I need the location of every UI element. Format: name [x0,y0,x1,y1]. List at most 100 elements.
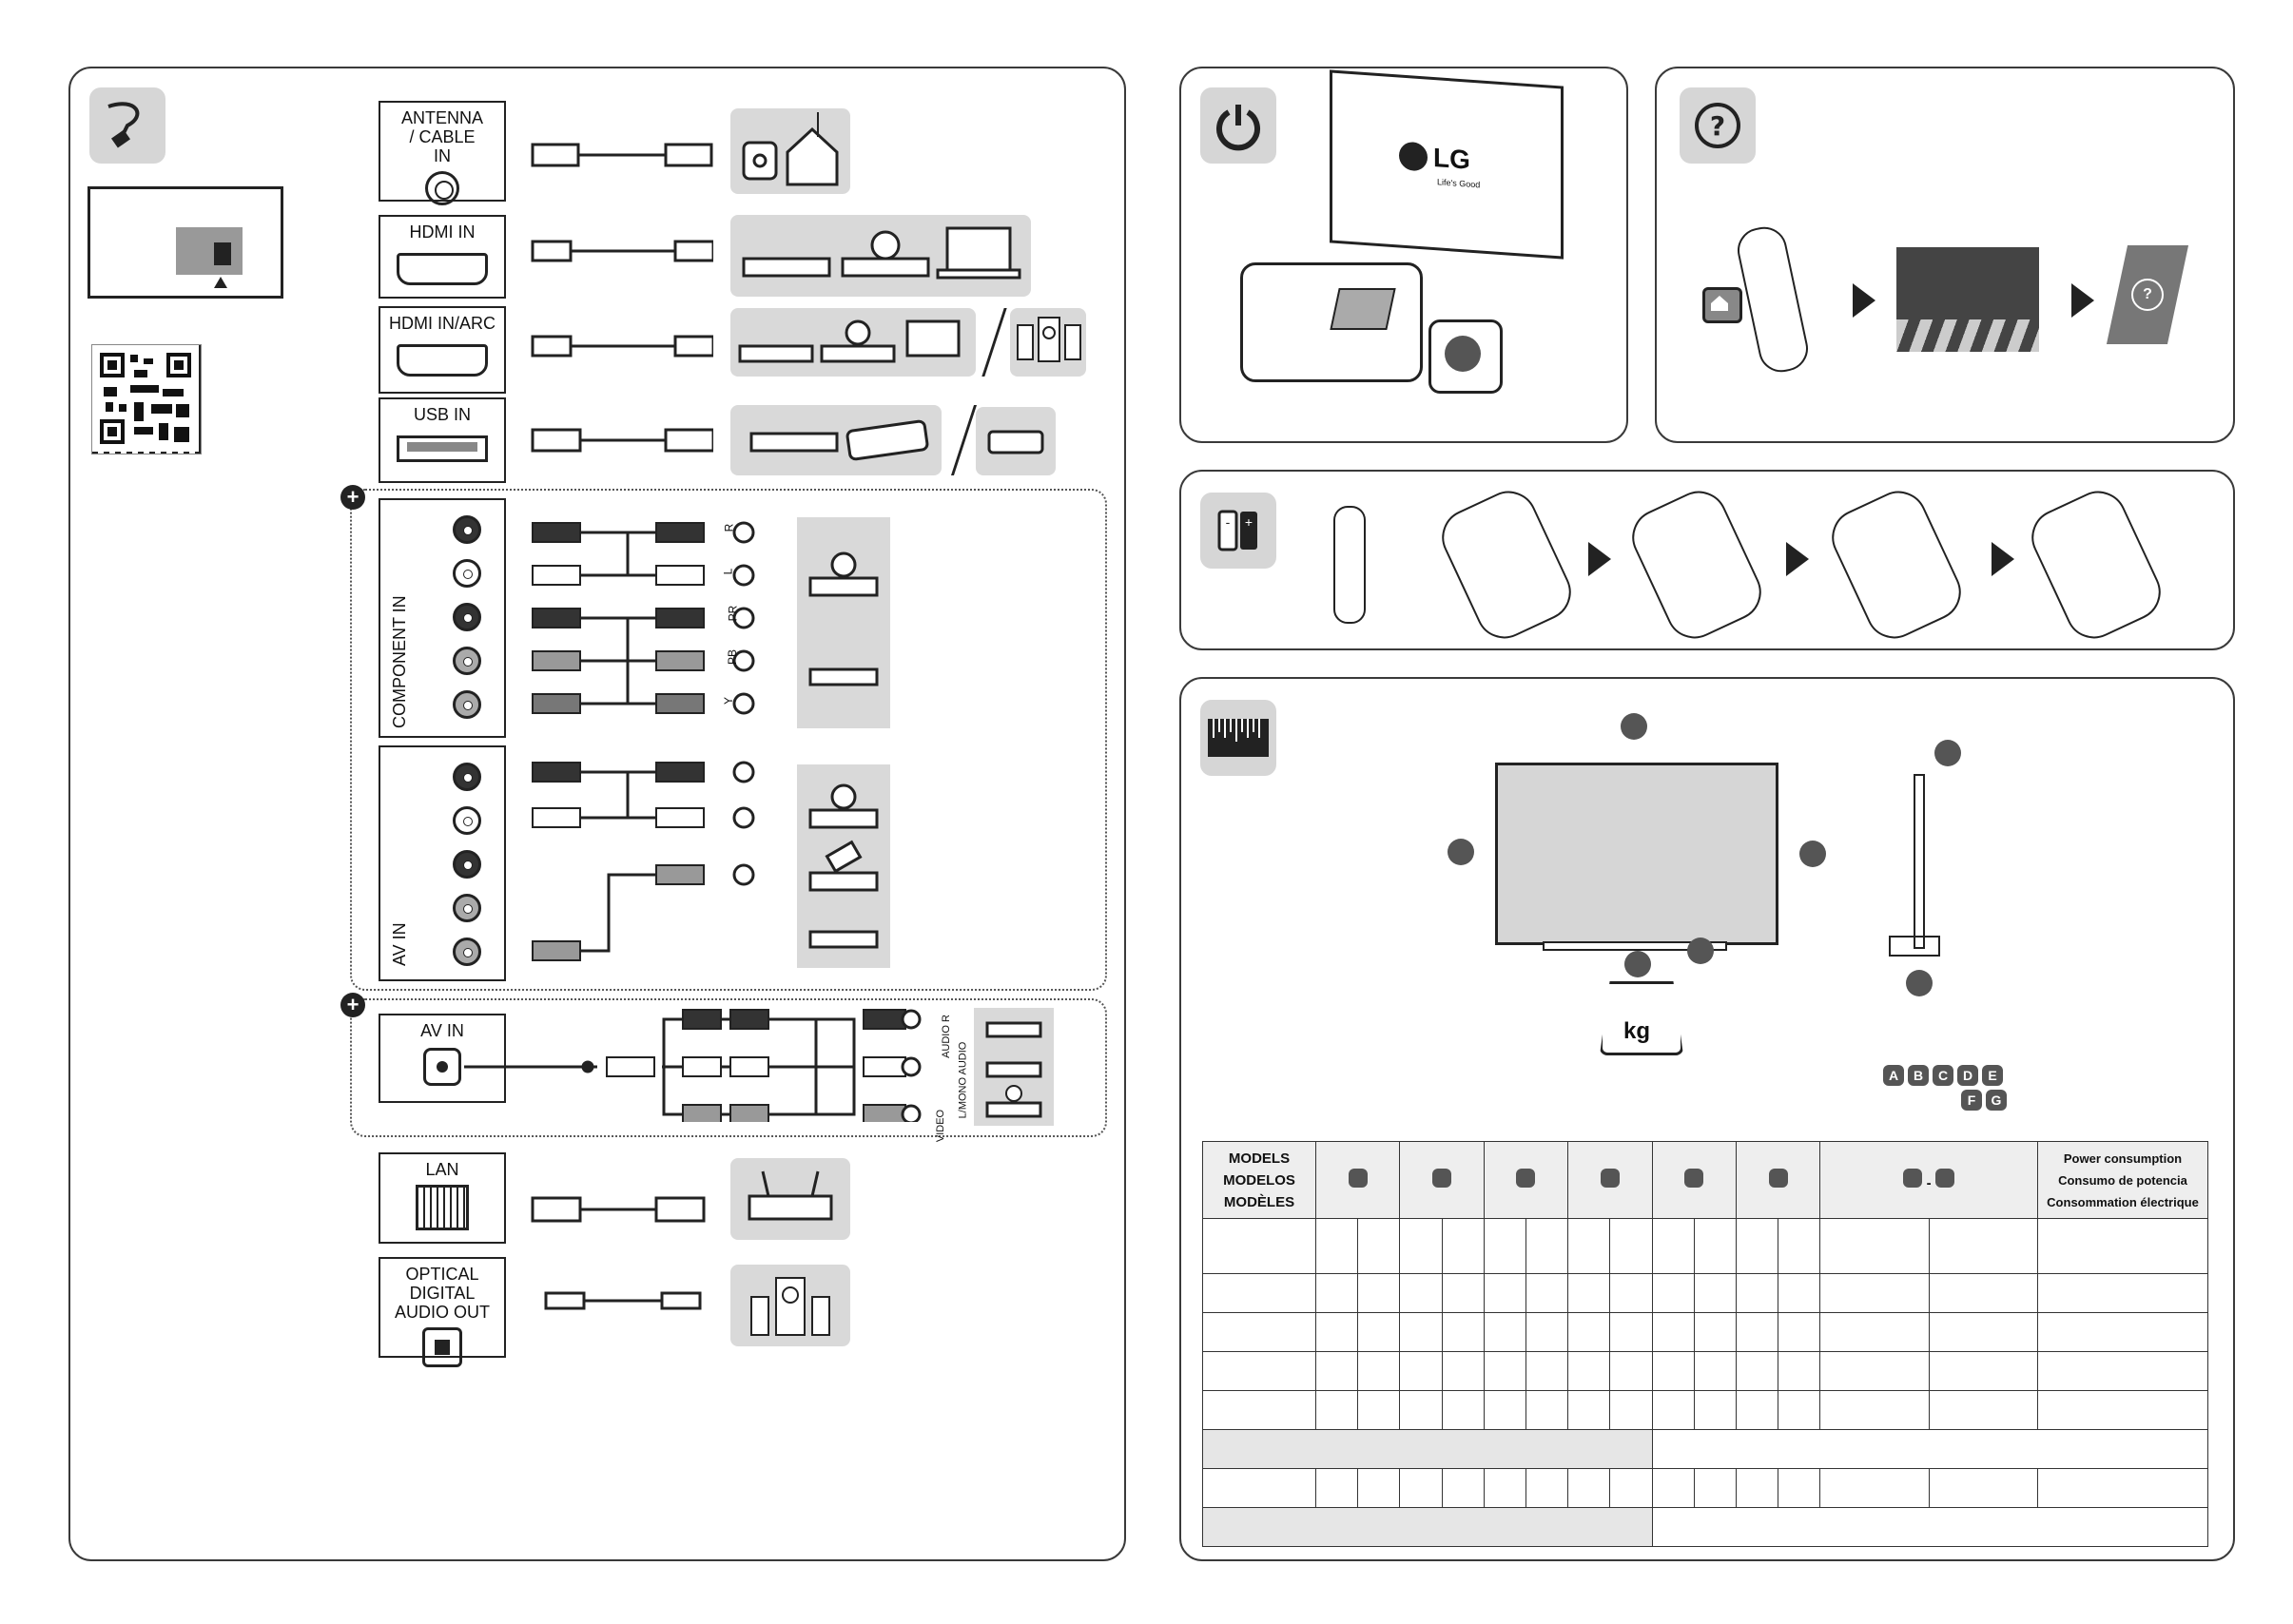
step-arrow-1 [1853,283,1875,318]
usb-port-label: USB IN [413,405,471,424]
battery-arrow-2 [1786,542,1809,576]
lan-port: LAN [379,1152,506,1244]
badge-a: A [1883,1065,1904,1086]
tv-stand [1543,941,1727,951]
jack-label-l: L [721,568,735,575]
hdmi-arc-port-label: HDMI IN/ARC [389,314,496,333]
av-adapter-cables [464,1009,922,1122]
dimension-marker-d [1934,740,1961,766]
component-device-box [797,517,890,728]
col-marker-3 [1483,1141,1569,1219]
models-label-es: MODELOS [1223,1171,1295,1189]
power-header: Power consumption Consumo de potencia Co… [2037,1141,2208,1219]
screen-preview [1896,247,2039,352]
av-in-adapter-group [350,998,1107,1137]
component-port: COMPONENT IN [379,498,506,738]
power-panel: LG Life's Good [1179,67,1628,443]
speaker-device-box [1010,308,1086,377]
hdmi-port: HDMI IN [379,215,506,299]
jack-label-y: Y [722,696,736,706]
lg-logo: LG [1399,141,1470,176]
battery-step-1 [1432,481,1581,648]
av-label-video: VIDEO [935,1109,947,1143]
audio-system-device-box [730,1265,850,1346]
battery-step-2 [1623,481,1771,648]
cable-lines [531,143,713,453]
col-marker-4 [1567,1141,1653,1219]
help-tile: ? [2106,245,2189,344]
svg-text:+: + [1245,514,1253,530]
jack-label-pb: PB [726,648,740,666]
table-row [1202,1351,2208,1391]
col-marker-2 [1399,1141,1485,1219]
battery-step-3 [1822,481,1971,648]
hdmi-device-box [730,215,1031,297]
optical-port: OPTICAL DIGITAL AUDIO OUT [379,1257,506,1367]
table-row [1202,1507,2208,1547]
home-icon [1702,287,1742,323]
battery-panel: -+ [1179,470,2235,650]
usb-port: USB IN [379,397,506,483]
tv-side-dimension [1914,774,1925,949]
dimension-marker-f [1687,938,1714,964]
table-row [1202,1429,2208,1469]
badge-d: D [1957,1065,1978,1086]
av-in-port-1-label: AV IN [390,922,409,966]
badge-b: B [1908,1065,1929,1086]
antenna-device-box [730,108,850,194]
table-row [1202,1312,2208,1352]
battery-arrow-1 [1588,542,1611,576]
jack-label-pr: PR [726,605,740,622]
dimension-marker-b [1448,839,1474,865]
power-label-es: Consumo de potencia [2058,1172,2187,1188]
av-in-port-2-label: AV IN [420,1021,464,1040]
plus-icon-1: + [340,485,365,510]
lg-tagline: Life's Good [1437,177,1481,190]
col-marker-6 [1735,1141,1821,1219]
table-row [1202,1390,2208,1430]
power-icon [1200,87,1276,164]
dimension-marker-a [1621,713,1647,740]
component-cables [532,521,755,961]
models-label-fr: MODÈLES [1223,1193,1295,1210]
help-icon: ? [1680,87,1756,164]
col-marker-1 [1314,1141,1401,1219]
tv-front-illustration: LG Life's Good [1330,69,1564,260]
spec-table: MODELS MODELOS MODÈLES - Power consumpti… [1202,1141,2208,1547]
tv-side-stand [1889,936,1940,957]
router-device-box [730,1158,850,1240]
qr-code-icon [91,344,202,454]
table-row [1202,1218,2208,1274]
antenna-port-label: ANTENNA / CABLE IN [400,108,483,165]
table-row [1202,1273,2208,1313]
plus-icon-2: + [340,993,365,1017]
power-label-fr: Consommation électrique [2047,1194,2199,1209]
models-label-en: MODELS [1228,1150,1291,1167]
av-label-audio-r: AUDIO R [940,1015,952,1058]
av-label-lmono: L/MONO AUDIO [957,1041,969,1119]
remote-with-batteries [1333,506,1366,624]
col-marker-5 [1651,1141,1737,1219]
component-port-label: COMPONENT IN [390,595,409,728]
cable-icon [89,87,165,164]
hdmi-port-label: HDMI IN [409,222,476,242]
weight-unit: kg [1623,1018,1651,1044]
hdmi-arc-port: HDMI IN/ARC [379,306,506,394]
lan-port-label: LAN [425,1160,459,1179]
power-button-closeup [1240,262,1423,382]
badge-e: E [1982,1065,2003,1086]
av-device-box [797,764,890,968]
remote-icon [1733,222,1813,377]
av-adapter-device-box [974,1008,1054,1126]
battery-step-4 [2022,481,2170,648]
lg-logo-text: LG [1433,143,1470,175]
col-marker-7: - [1819,1141,2038,1219]
component-av-group [350,489,1107,991]
antenna-port: ANTENNA / CABLE IN [379,101,506,205]
power-label-en: Power consumption [2063,1150,2183,1166]
remote-power-closeup [1428,319,1503,394]
av-in-port-1: AV IN [379,745,506,981]
scale-icon: kg [1600,981,1683,1055]
jack-label-r: R [722,523,736,532]
